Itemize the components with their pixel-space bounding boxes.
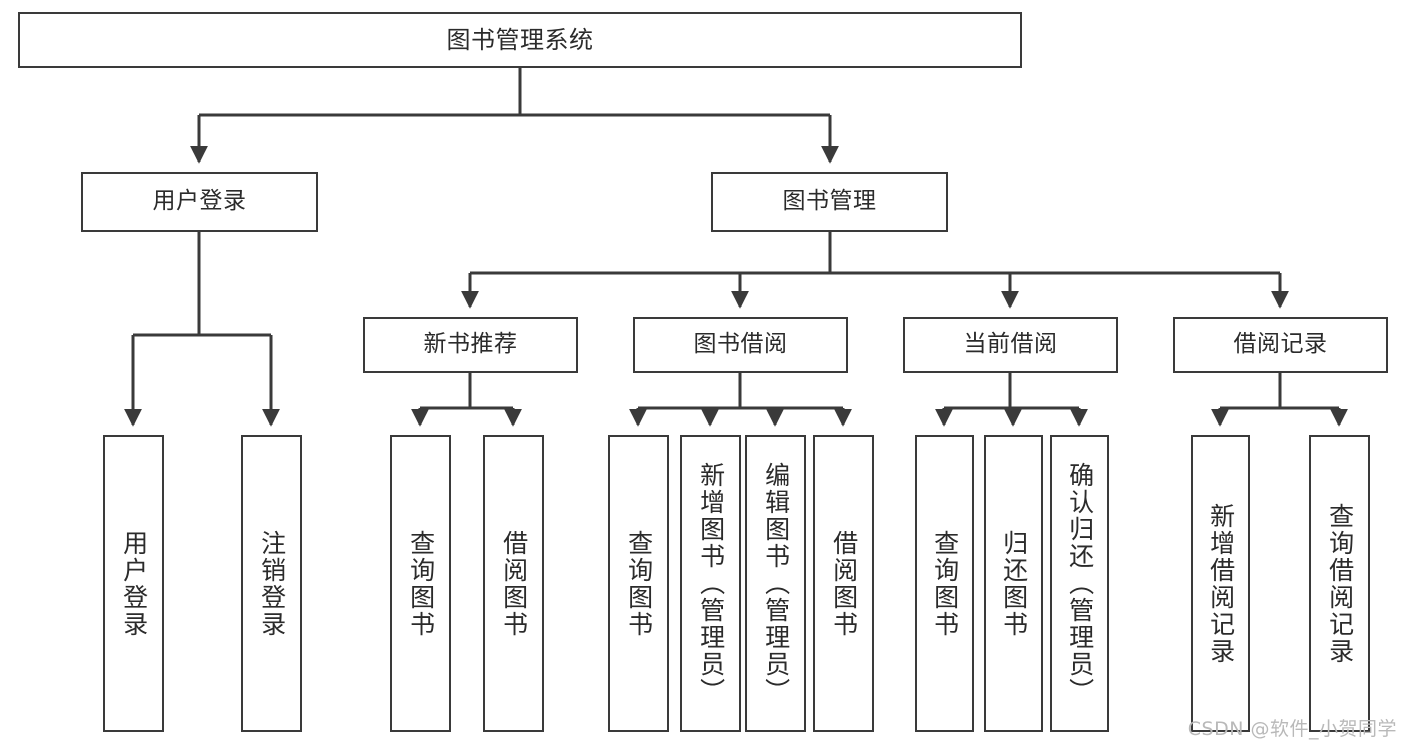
leaf-edit-book-admin[interactable]: 编辑图书（管理员） [745, 435, 806, 732]
node-label: 新增图书（管理员） [696, 462, 726, 705]
node-label: 查询借阅记录 [1325, 502, 1355, 665]
leaf-return-books[interactable]: 归还图书 [984, 435, 1043, 732]
node-user-login[interactable]: 用户登录 [81, 172, 318, 232]
leaf-query-books-current[interactable]: 查询图书 [915, 435, 974, 732]
leaf-query-borrow-record[interactable]: 查询借阅记录 [1309, 435, 1370, 732]
leaf-logout[interactable]: 注销登录 [241, 435, 302, 732]
node-label: 归还图书 [999, 529, 1029, 638]
leaf-confirm-return-admin[interactable]: 确认归还（管理员） [1050, 435, 1109, 732]
leaf-add-borrow-record[interactable]: 新增借阅记录 [1191, 435, 1250, 732]
node-label: 借阅图书 [499, 529, 529, 638]
leaf-query-books-recommendation[interactable]: 查询图书 [390, 435, 451, 732]
leaf-query-books-borrow[interactable]: 查询图书 [608, 435, 669, 732]
leaf-borrow-books-borrow[interactable]: 借阅图书 [813, 435, 874, 732]
node-label: 借阅图书 [829, 529, 859, 638]
leaf-user-login[interactable]: 用户登录 [103, 435, 164, 732]
node-label: 注销登录 [257, 529, 287, 638]
node-root-system[interactable]: 图书管理系统 [18, 12, 1022, 68]
node-label: 编辑图书（管理员） [761, 462, 791, 705]
node-borrow-records[interactable]: 借阅记录 [1173, 317, 1388, 373]
node-label: 图书管理 [782, 188, 877, 215]
leaf-add-book-admin[interactable]: 新增图书（管理员） [680, 435, 741, 732]
node-label: 查询图书 [930, 529, 960, 638]
node-label: 用户登录 [119, 529, 149, 638]
node-book-borrow[interactable]: 图书借阅 [633, 317, 848, 373]
node-label: 当前借阅 [963, 331, 1058, 358]
node-book-management[interactable]: 图书管理 [711, 172, 948, 232]
node-label: 确认归还（管理员） [1065, 462, 1095, 705]
node-new-book-recommendation[interactable]: 新书推荐 [363, 317, 578, 373]
node-current-borrow[interactable]: 当前借阅 [903, 317, 1118, 373]
node-label: 借阅记录 [1233, 331, 1328, 358]
node-label: 新书推荐 [423, 331, 518, 358]
node-label: 图书借阅 [693, 331, 788, 358]
leaf-borrow-books-recommendation[interactable]: 借阅图书 [483, 435, 544, 732]
node-label: 图书管理系统 [446, 25, 594, 54]
node-label: 查询图书 [624, 529, 654, 638]
watermark: CSDN @软件_小贺同学 [1187, 718, 1397, 740]
node-label: 用户登录 [152, 188, 247, 215]
node-label: 新增借阅记录 [1206, 502, 1236, 665]
node-label: 查询图书 [406, 529, 436, 638]
